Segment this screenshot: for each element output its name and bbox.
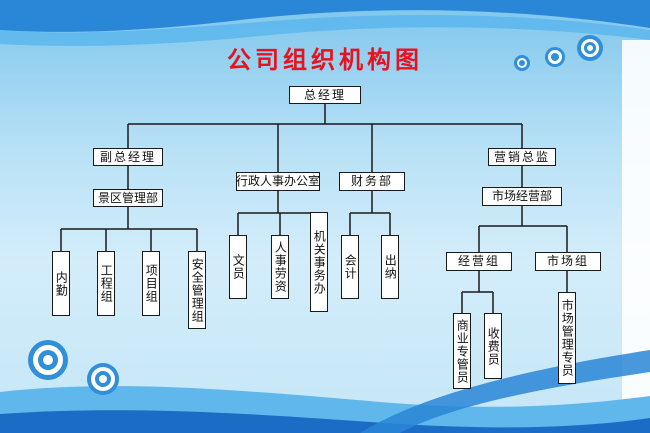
bottom-swoosh — [360, 350, 650, 433]
node-deputy-gm: 副总经理 — [93, 148, 163, 166]
node-operations-group: 经营组 — [446, 252, 512, 271]
top-wave-light — [0, 15, 650, 46]
node-clerk: 文员 — [229, 235, 247, 299]
node-accountant: 会计 — [341, 235, 359, 299]
node-safety: 安全管理组 — [188, 251, 206, 329]
right-strip — [622, 40, 650, 433]
top-wave-dark — [0, 0, 650, 32]
node-admin-hr: 行政人事办公室 — [236, 172, 320, 191]
node-market-manager: 市场管理专员 — [558, 292, 576, 384]
node-engineering: 工程组 — [97, 251, 115, 316]
ripple-circles-top-right — [514, 35, 603, 71]
diagram-title: 公司组织机构图 — [227, 46, 423, 74]
node-marketing: 市场经营部 — [482, 187, 562, 206]
node-internal-affairs: 内勤 — [52, 251, 70, 316]
bottom-wave-dark — [0, 410, 650, 433]
node-commercial-manager: 商业专管员 — [453, 313, 471, 389]
node-toll-collector: 收费员 — [484, 313, 502, 379]
node-general-affairs: 机关事务办 — [310, 212, 328, 312]
ripple-circles-bottom-left — [28, 340, 119, 395]
node-projects: 项目组 — [142, 251, 160, 316]
node-hr-labor: 人事劳资 — [271, 235, 289, 299]
node-finance: 财务部 — [339, 172, 405, 191]
node-market-group: 市场组 — [535, 252, 601, 271]
node-scenic-mgmt: 景区管理部 — [93, 189, 163, 207]
node-cashier: 出纳 — [381, 235, 399, 299]
node-ceo: 总经理 — [289, 86, 361, 104]
node-sales-director: 营销总监 — [488, 148, 556, 166]
